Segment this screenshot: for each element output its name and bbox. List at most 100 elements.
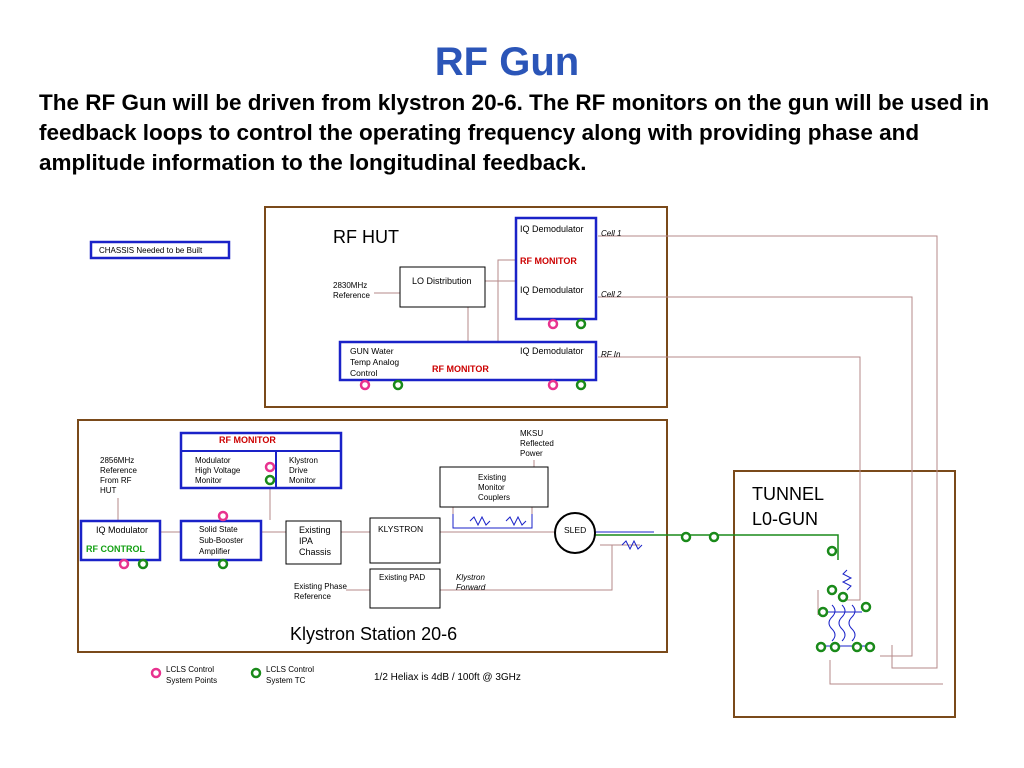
- heliax-note: 1/2 Heliax is 4dB / 100ft @ 3GHz: [374, 672, 521, 683]
- iq-modulator-box: [79, 519, 162, 562]
- klystron-forward-line-1: Klystron: [456, 573, 485, 582]
- ref-2830-line-2: Reference: [333, 291, 370, 300]
- existing-monitor-line-1: Existing: [478, 473, 506, 482]
- existing-ipa-box: [285, 520, 342, 565]
- rf-monitor-bottom-label: RF MONITOR: [432, 364, 489, 374]
- legend-green-swatch: [250, 667, 262, 679]
- pink-point: [118, 558, 130, 570]
- klystron-drive-line-1: Klystron: [289, 456, 318, 465]
- green-point: [680, 531, 692, 543]
- lo-distribution-label: LO Distribution: [412, 276, 472, 286]
- rf-monitor-top-label: RF MONITOR: [520, 256, 577, 266]
- iq-demodulator-3: IQ Demodulator: [520, 346, 584, 356]
- coupler-resistor-2: [505, 515, 527, 527]
- iq-demodulator-2: IQ Demodulator: [520, 285, 584, 295]
- klystron-drive-line-3: Monitor: [289, 476, 316, 485]
- existing-phase-line-1: Existing Phase: [294, 582, 347, 591]
- modulator-hv-line-3: Monitor: [195, 476, 222, 485]
- klystron-label: KLYSTRON: [378, 524, 423, 534]
- klystron-drive-line-2: Drive: [289, 466, 308, 475]
- green-point: [817, 606, 829, 618]
- ref-2856-line-4: HUT: [100, 486, 117, 495]
- tunnel-resistor: [841, 569, 853, 591]
- klystron-box: [369, 517, 441, 564]
- green-point: [264, 474, 276, 486]
- existing-ipa-line-3: Chassis: [299, 547, 332, 557]
- green-point: [826, 545, 838, 557]
- tunnel-frame: [733, 470, 956, 718]
- existing-monitor-box: [439, 466, 549, 508]
- solid-state-line-3: Amplifier: [199, 547, 230, 556]
- chassis-note-box: [89, 240, 231, 260]
- rf-monitor-top-box: [514, 216, 598, 321]
- iq-demodulator-1: IQ Demodulator: [520, 224, 584, 234]
- green-point: [137, 558, 149, 570]
- lo-distribution-box: [399, 266, 486, 308]
- iq-modulator-label: IQ Modulator: [96, 525, 148, 535]
- pink-point: [359, 379, 371, 391]
- gun-water-line-1: GUN Water: [350, 346, 394, 356]
- existing-monitor-line-2: Monitor: [478, 483, 505, 492]
- green-point: [217, 558, 229, 570]
- ks-rf-monitor-box: [179, 431, 343, 490]
- chassis-note-label: CHASSIS Needed to be Built: [99, 246, 203, 255]
- legend-pink-swatch: [150, 667, 162, 679]
- rf-monitor-bottom-box: [338, 340, 598, 382]
- control-points: [118, 318, 876, 653]
- legend-pink-line-1: LCLS Control: [166, 665, 214, 674]
- sled-label: SLED: [564, 525, 586, 535]
- page-title: RF Gun: [434, 40, 580, 84]
- existing-ipa-line-1: Existing: [299, 525, 331, 535]
- modulator-hv-line-2: High Voltage: [195, 466, 241, 475]
- rf-hut-label: RF HUT: [333, 227, 399, 247]
- green-point: [392, 379, 404, 391]
- ref-2856-line-1: 2856MHz: [100, 456, 134, 465]
- sled-circle: [554, 512, 596, 554]
- rf-control-label: RF CONTROL: [86, 544, 145, 554]
- tunnel-label-line-2: L0-GUN: [752, 509, 818, 529]
- existing-phase-line-2: Reference: [294, 592, 331, 601]
- green-point: [815, 641, 827, 653]
- existing-monitor-line-3: Couplers: [478, 493, 510, 502]
- rf-in-label: RF In: [601, 350, 621, 359]
- pink-point: [547, 379, 559, 391]
- gun-water-line-2: Temp Analog: [350, 357, 399, 367]
- legend-green-line-1: LCLS Control: [266, 665, 314, 674]
- pink-point: [264, 461, 276, 473]
- sled-resistor: [621, 539, 643, 551]
- rf-hut-frame: [264, 206, 668, 408]
- ref-2830-line-1: 2830MHz: [333, 281, 367, 290]
- green-point: [851, 641, 863, 653]
- green-point: [575, 318, 587, 330]
- solid-state-box: [179, 519, 263, 562]
- solid-state-line-1: Solid State: [199, 525, 238, 534]
- green-point: [826, 584, 838, 596]
- mksu-line-2: Reflected: [520, 439, 554, 448]
- mksu-line-3: Power: [520, 449, 543, 458]
- heliax-line: [594, 534, 839, 560]
- klystron-forward-line-2: Forward: [456, 583, 486, 592]
- pink-point: [217, 510, 229, 522]
- modulator-hv-line-1: Modulator: [195, 456, 231, 465]
- green-point: [864, 641, 876, 653]
- green-point: [829, 641, 841, 653]
- green-point: [575, 379, 587, 391]
- mksu-line-1: MKSU: [520, 429, 543, 438]
- solid-state-line-2: Sub-Booster: [199, 536, 244, 545]
- existing-ipa-line-2: IPA: [299, 536, 313, 546]
- klystron-station-frame: [77, 419, 668, 653]
- coupler-resistor-1: [469, 515, 491, 527]
- ks-rf-monitor-label: RF MONITOR: [219, 435, 276, 445]
- green-point: [837, 591, 849, 603]
- klystron-station-label: Klystron Station 20-6: [290, 624, 457, 644]
- legend-pink-line-2: System Points: [166, 676, 217, 685]
- ref-2856-line-2: Reference: [100, 466, 137, 475]
- pink-point: [547, 318, 559, 330]
- existing-pad-label: Existing PAD: [379, 573, 425, 582]
- cell-1-label: Cell 1: [601, 229, 621, 238]
- green-point: [860, 601, 872, 613]
- cell-2-label: Cell 2: [601, 290, 622, 299]
- legend-green-line-2: System TC: [266, 676, 306, 685]
- intro-text: The RF Gun will be driven from klystron …: [39, 90, 990, 175]
